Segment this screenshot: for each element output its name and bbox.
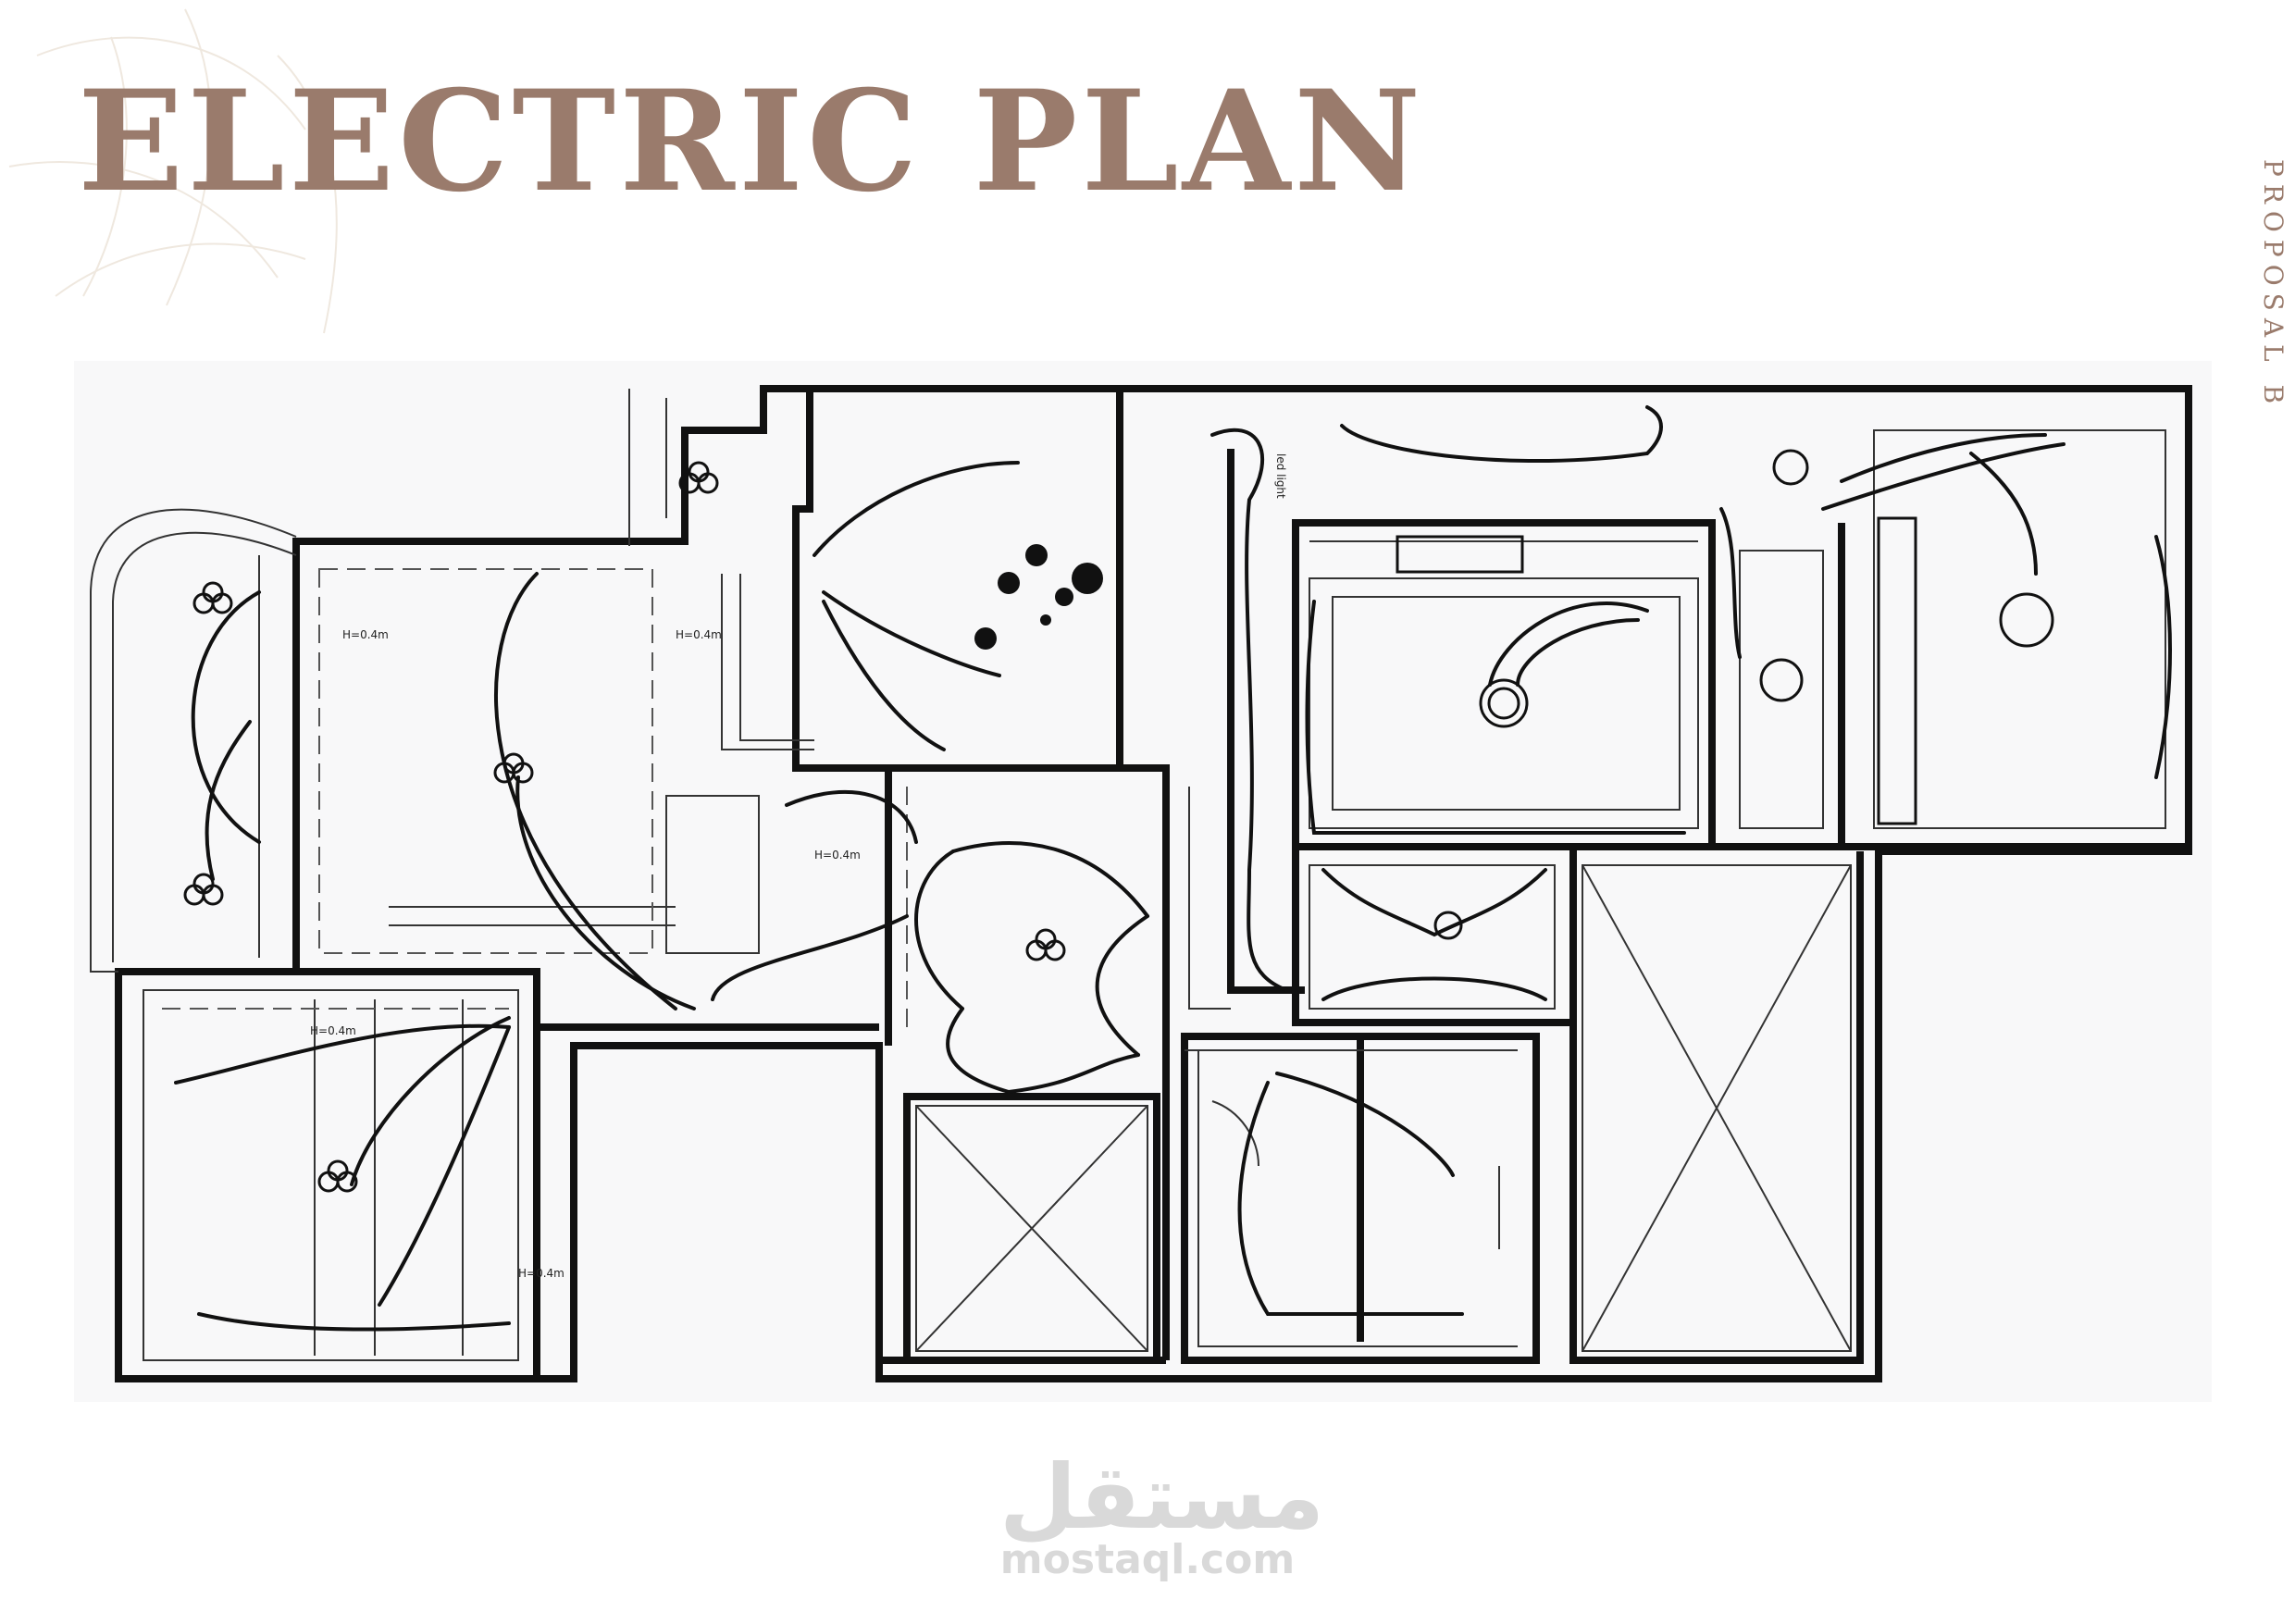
electric-floor-plan: H=0.4m H=0.4m H=0.4m H=0.4m H=0.4m led l… <box>74 361 2212 1402</box>
open-shafts <box>915 864 1852 1352</box>
height-label-5: H=0.4m <box>518 1267 564 1280</box>
pendant-cluster <box>974 544 1103 650</box>
watermark-arabic: مستقل <box>999 1445 1325 1549</box>
watermark: مستقل mostaql.com <box>999 1445 1325 1583</box>
height-label-1: H=0.4m <box>342 628 389 641</box>
wiring <box>174 405 2172 1332</box>
led-light-label: led light <box>1274 453 1287 499</box>
inner-lines <box>143 389 2166 1361</box>
watermark-latin: mostaql.com <box>999 1536 1296 1583</box>
ceiling-outlines <box>162 568 908 1027</box>
height-label-2: H=0.4m <box>676 628 722 641</box>
height-label-3: H=0.4m <box>814 849 861 862</box>
bay-window <box>90 508 297 973</box>
height-label-4: H=0.4m <box>310 1024 356 1037</box>
walls <box>115 385 2192 1382</box>
page-title: ELECTRIC PLAN <box>78 60 1425 223</box>
proposal-label: PROPOSAL B <box>2258 159 2289 412</box>
plan-labels: H=0.4m H=0.4m H=0.4m H=0.4m H=0.4m led l… <box>310 453 1287 1280</box>
fixtures <box>183 449 2054 1193</box>
decorative-leaf-pattern <box>8 8 338 334</box>
